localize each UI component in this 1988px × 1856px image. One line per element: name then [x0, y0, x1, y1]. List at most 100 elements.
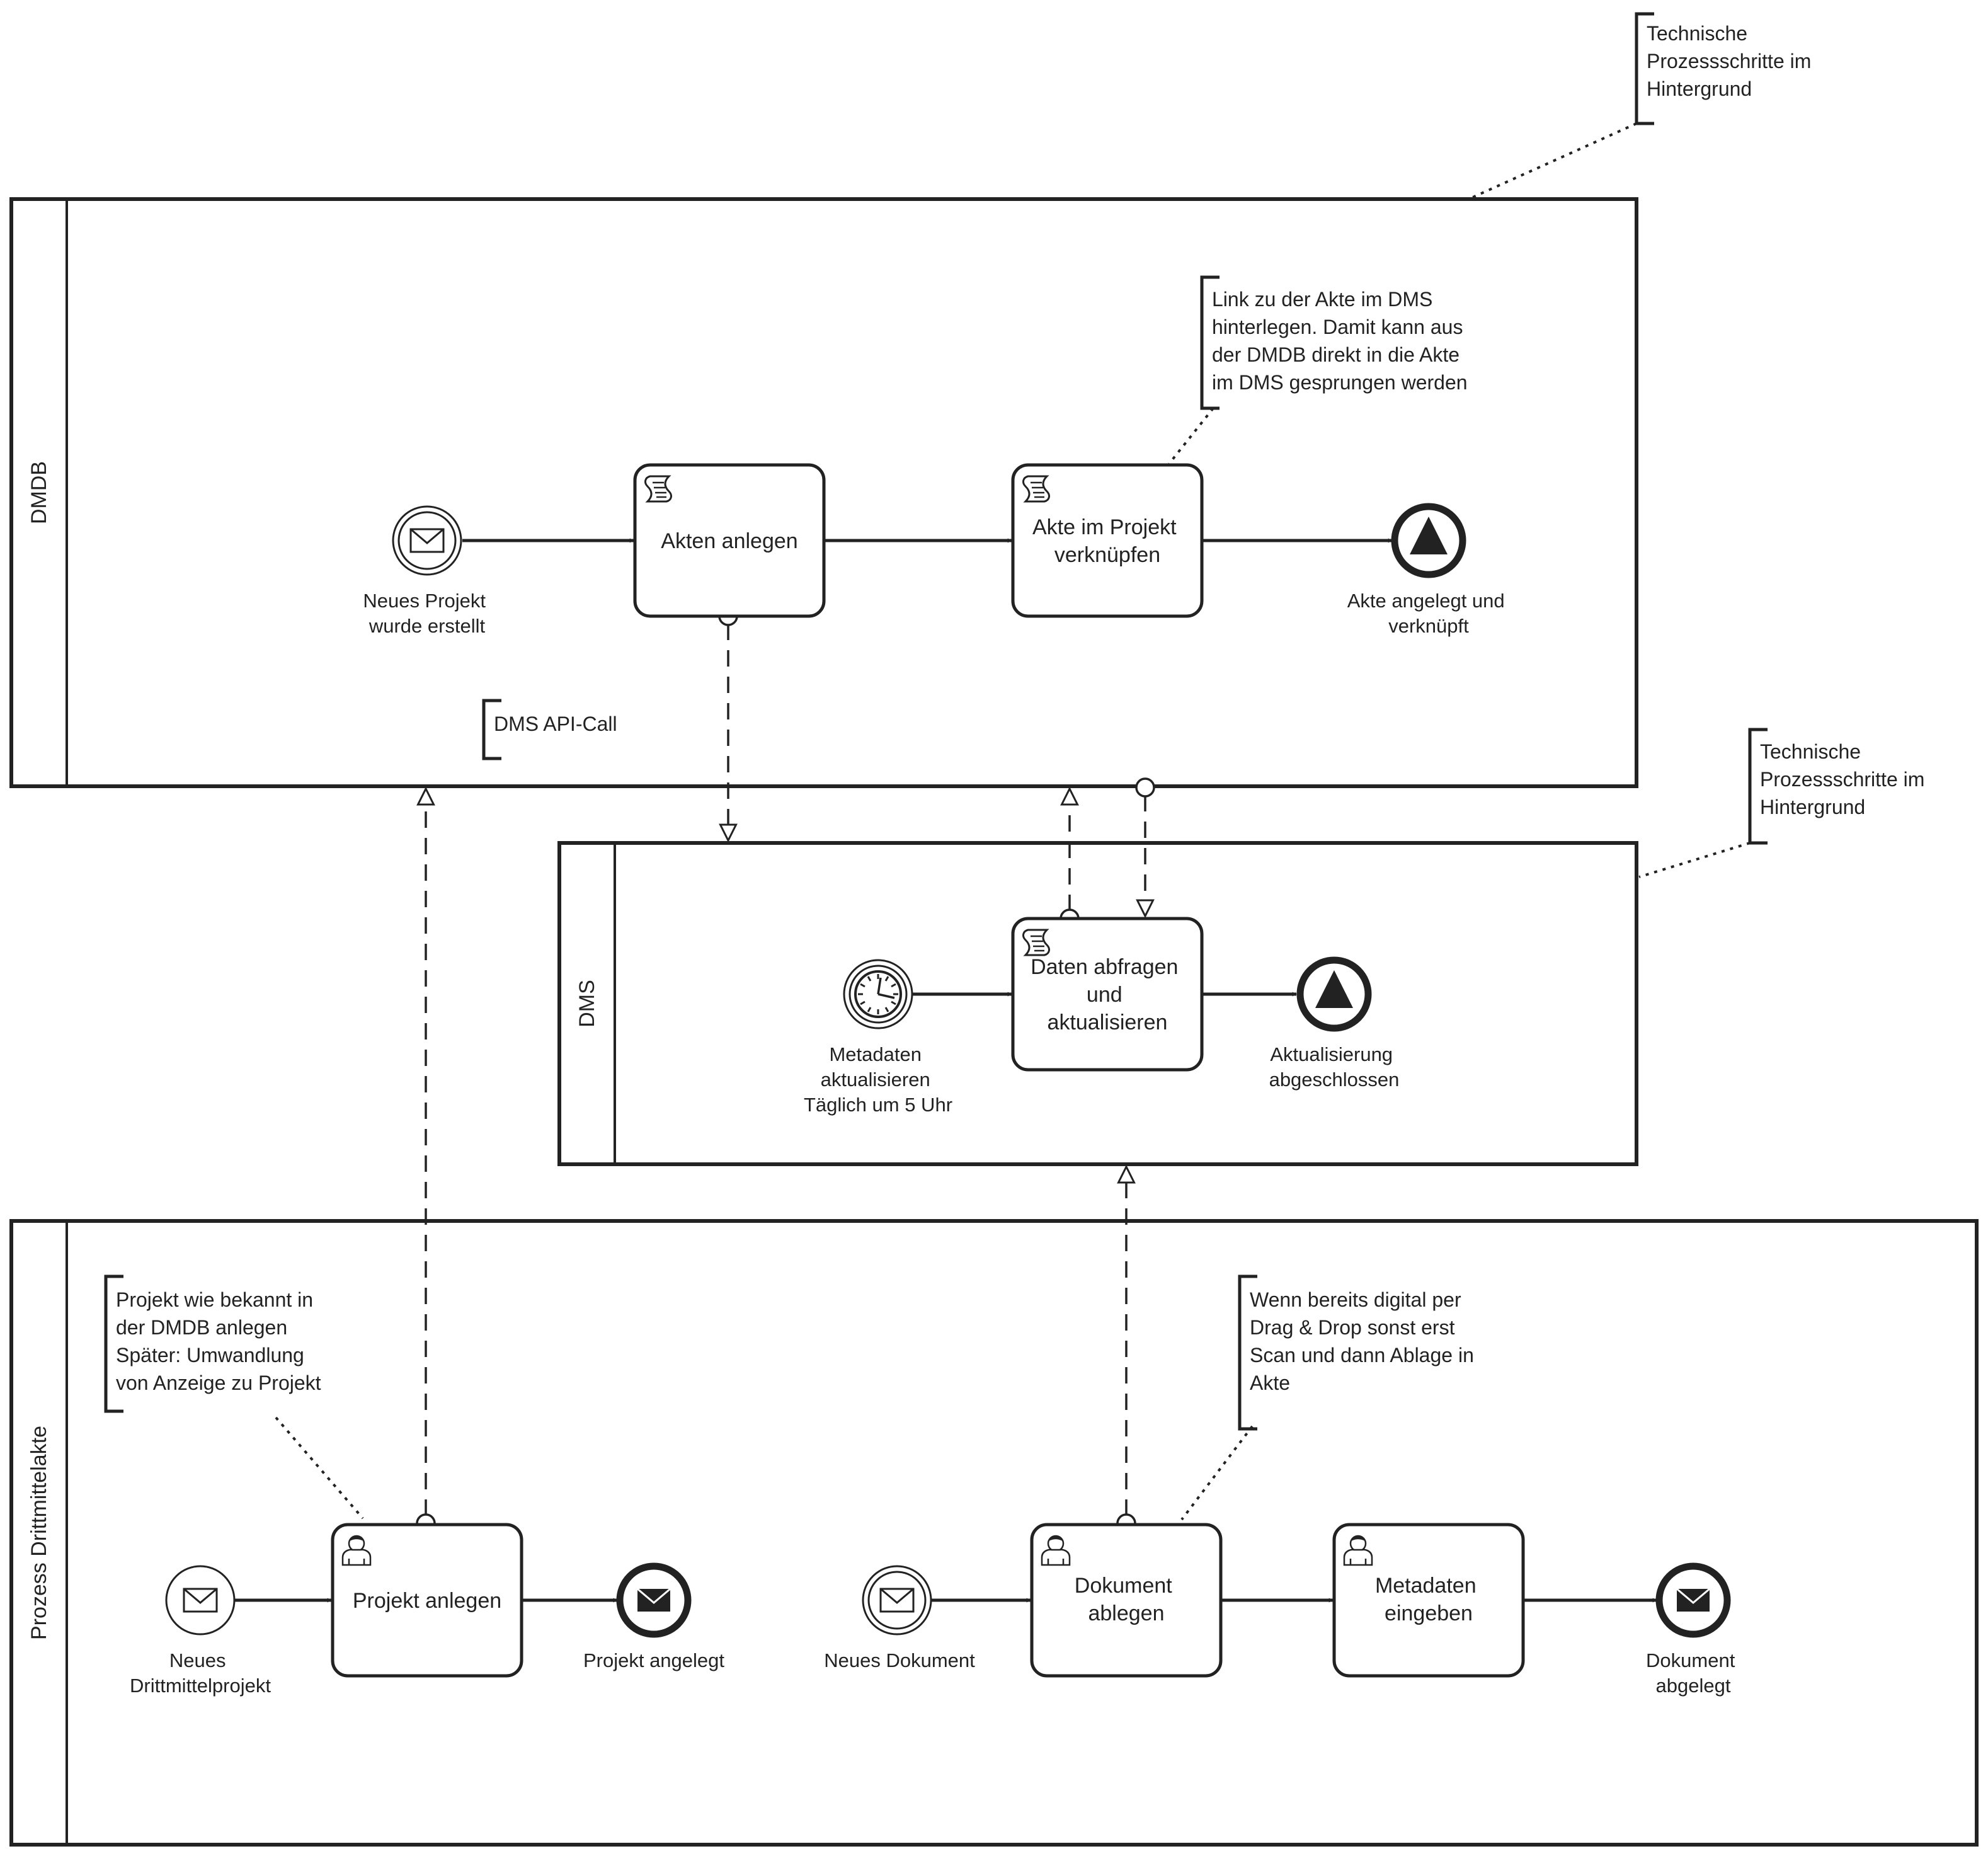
annotation-dms-api-call[interactable]: DMS API-Call — [482, 699, 617, 760]
event-label: verknüpft — [1388, 615, 1469, 637]
event-label: aktualisieren — [821, 1068, 930, 1091]
annotation-line: Drag & Drop sonst erst — [1250, 1316, 1455, 1339]
annotation-line: Hintergrund — [1647, 77, 1752, 100]
annotation-line: Scan und dann Ablage in — [1250, 1344, 1474, 1366]
annotation-line: Prozessschritte im — [1647, 50, 1811, 72]
event-label: abgeschlossen — [1269, 1068, 1400, 1091]
annotation-line: Wenn bereits digital per — [1250, 1288, 1461, 1311]
annotation-link-akte[interactable]: Link zu der Akte im DMS hinterlegen. Dam… — [1200, 275, 1468, 410]
pool-label-dmdb: DMDB — [27, 461, 51, 524]
pool-label-drittmittel: Prozess Drittmittelakte — [27, 1426, 51, 1640]
pool-label-dms: DMS — [575, 980, 599, 1028]
svg-text:Projekt wie bekannt in d: Projekt wie bekannt in der DMDB anlegen … — [116, 1288, 321, 1394]
annotation-line: Technische — [1760, 740, 1861, 763]
svg-text:Akte angelegt und verknü: Akte angelegt und verknüpft — [1347, 590, 1511, 637]
end-event-akte-angelegt[interactable]: Akte angelegt und verknüpft — [1347, 503, 1511, 637]
envelope-icon — [183, 1588, 218, 1613]
sequence-flows — [234, 538, 1657, 1603]
task-label: Projekt anlegen — [353, 1589, 501, 1613]
event-label: Drittmittelprojekt — [130, 1675, 271, 1697]
svg-text:Neues Dokument: Neues Dokument — [824, 1649, 975, 1671]
task-metadaten-eingeben[interactable]: Metadaten eingeben — [1332, 1523, 1525, 1678]
event-label: abgelegt — [1656, 1675, 1731, 1697]
event-label: Akte angelegt und — [1347, 590, 1505, 612]
annotation-line: Später: Umwandlung — [116, 1344, 304, 1366]
svg-text:Wenn bereits digital per: Wenn bereits digital per Drag & Drop son… — [1250, 1288, 1480, 1394]
end-event-projekt-angelegt[interactable]: Projekt angelegt — [583, 1562, 724, 1671]
task-label: Metadaten — [1375, 1574, 1477, 1598]
svg-text:Link zu der Akte im DMS: Link zu der Akte im DMS hinterlegen. Dam… — [1212, 288, 1468, 394]
task-label: eingeben — [1385, 1601, 1473, 1625]
event-label: wurde erstellt — [368, 615, 486, 637]
start-event-neues-drittmittelprojekt[interactable]: Neues Drittmittelprojekt — [130, 1565, 271, 1697]
annotation-line: Link zu der Akte im DMS — [1212, 288, 1432, 311]
svg-text:Neues Drittmittelprojekt: Neues Drittmittelprojekt — [130, 1649, 271, 1697]
annotation-projekt-wie-bekannt[interactable]: Projekt wie bekannt in der DMDB anlegen … — [104, 1275, 321, 1413]
task-label: Dokument — [1075, 1574, 1173, 1598]
end-event-dokument-abgelegt[interactable]: Dokument abgelegt — [1646, 1562, 1740, 1697]
annotation-line: hinterlegen. Damit kann aus — [1212, 316, 1463, 338]
svg-text:Daten abfragen und: Daten abfragen und aktualisieren — [1031, 955, 1184, 1034]
svg-text:Akte im Projekt verknüpf: Akte im Projekt verknüpfen — [1032, 515, 1182, 567]
svg-text:Projekt anlegen: Projekt anlegen — [353, 1589, 501, 1613]
task-label: aktualisieren — [1048, 1011, 1168, 1034]
svg-text:DMS API-Call: DMS API-Call — [494, 713, 617, 735]
svg-text:Technische Prozessschrit: Technische Prozessschritte im Hintergrun… — [1647, 22, 1817, 100]
signal-end-icon — [1315, 970, 1353, 1008]
associations — [275, 122, 1751, 1521]
task-akte-verknuepfen[interactable]: Akte im Projekt verknüpfen — [1011, 463, 1204, 618]
event-label: Aktualisierung — [1270, 1043, 1393, 1065]
task-akten-anlegen[interactable]: Akten anlegen — [633, 463, 826, 618]
annotation-line: Technische — [1647, 22, 1747, 45]
task-label: Akte im Projekt — [1032, 515, 1177, 539]
start-event-neues-dokument[interactable]: Neues Dokument — [824, 1565, 975, 1671]
event-label: Projekt angelegt — [583, 1649, 724, 1671]
timer-start-event-metadaten[interactable]: Metadaten aktualisieren Täglich um 5 Uhr — [804, 959, 952, 1116]
event-label: Neues — [169, 1649, 226, 1671]
svg-text:Aktualisierung abgeschlo: Aktualisierung abgeschlossen — [1269, 1043, 1400, 1091]
task-dokument-ablegen[interactable]: Dokument ablegen — [1030, 1523, 1223, 1678]
event-label: Neues Projekt — [363, 590, 486, 612]
event-label: Metadaten — [829, 1043, 922, 1065]
svg-text:Projekt angelegt: Projekt angelegt — [583, 1649, 724, 1671]
annotation-technische-1[interactable]: Technische Prozessschritte im Hintergrun… — [1635, 12, 1817, 125]
start-event-neues-projekt[interactable]: Neues Projekt wurde erstellt — [363, 505, 491, 637]
event-label: Täglich um 5 Uhr — [804, 1094, 952, 1116]
message-end-icon — [1676, 1588, 1711, 1613]
annotation-line: Akte — [1250, 1372, 1290, 1394]
svg-text:Akten anlegen: Akten anlegen — [661, 529, 797, 553]
svg-text:Metadaten aktualisieren: Metadaten aktualisieren Täglich um 5 Uhr — [804, 1043, 952, 1116]
pool-drittmittel[interactable]: Prozess Drittmittelakte — [9, 1219, 1979, 1847]
annotation-line: Hintergrund — [1760, 796, 1865, 818]
annotation-line: der DMDB direkt in die Akte — [1212, 343, 1460, 366]
message-end-icon — [636, 1588, 671, 1613]
svg-text:Technische Prozessschrit: Technische Prozessschritte im Hintergrun… — [1760, 740, 1930, 818]
task-label: Daten abfragen — [1031, 955, 1178, 979]
annotation-line: von Anzeige zu Projekt — [116, 1372, 321, 1394]
svg-text:Dokument ablegen: Dokument ablegen — [1075, 1574, 1178, 1625]
annotation-line: im DMS gesprungen werden — [1212, 371, 1468, 394]
task-label: verknüpfen — [1054, 543, 1160, 567]
annotation-line: Projekt wie bekannt in — [116, 1288, 313, 1311]
envelope-icon — [409, 528, 445, 553]
svg-text:Metadaten eingeben: Metadaten eingeben — [1375, 1574, 1482, 1625]
task-daten-abfragen[interactable]: Daten abfragen und aktualisieren — [1011, 917, 1204, 1072]
annotation-line: der DMDB anlegen — [116, 1316, 287, 1339]
event-label: Dokument — [1646, 1649, 1735, 1671]
annotation-line: Prozessschritte im — [1760, 768, 1924, 791]
event-label: Neues Dokument — [824, 1649, 975, 1671]
svg-text:Dokument abgelegt: Dokument abgelegt — [1646, 1649, 1740, 1697]
task-label: und — [1087, 983, 1123, 1007]
timer-clock-icon — [854, 970, 902, 1018]
svg-text:Neues Projekt wurde erst: Neues Projekt wurde erstellt — [363, 590, 491, 637]
task-projekt-anlegen[interactable]: Projekt anlegen — [331, 1523, 523, 1678]
annotation-technische-2[interactable]: Technische Prozessschritte im Hintergrun… — [1748, 728, 1930, 845]
end-event-aktualisierung[interactable]: Aktualisierung abgeschlossen — [1269, 956, 1400, 1091]
annotation-wenn-bereits-digital[interactable]: Wenn bereits digital per Drag & Drop son… — [1238, 1275, 1480, 1431]
annotation-line: DMS API-Call — [494, 713, 617, 735]
task-label: Akten anlegen — [661, 529, 797, 553]
task-label: ablegen — [1088, 1601, 1164, 1625]
signal-end-icon — [1410, 517, 1448, 554]
envelope-icon — [879, 1588, 915, 1613]
